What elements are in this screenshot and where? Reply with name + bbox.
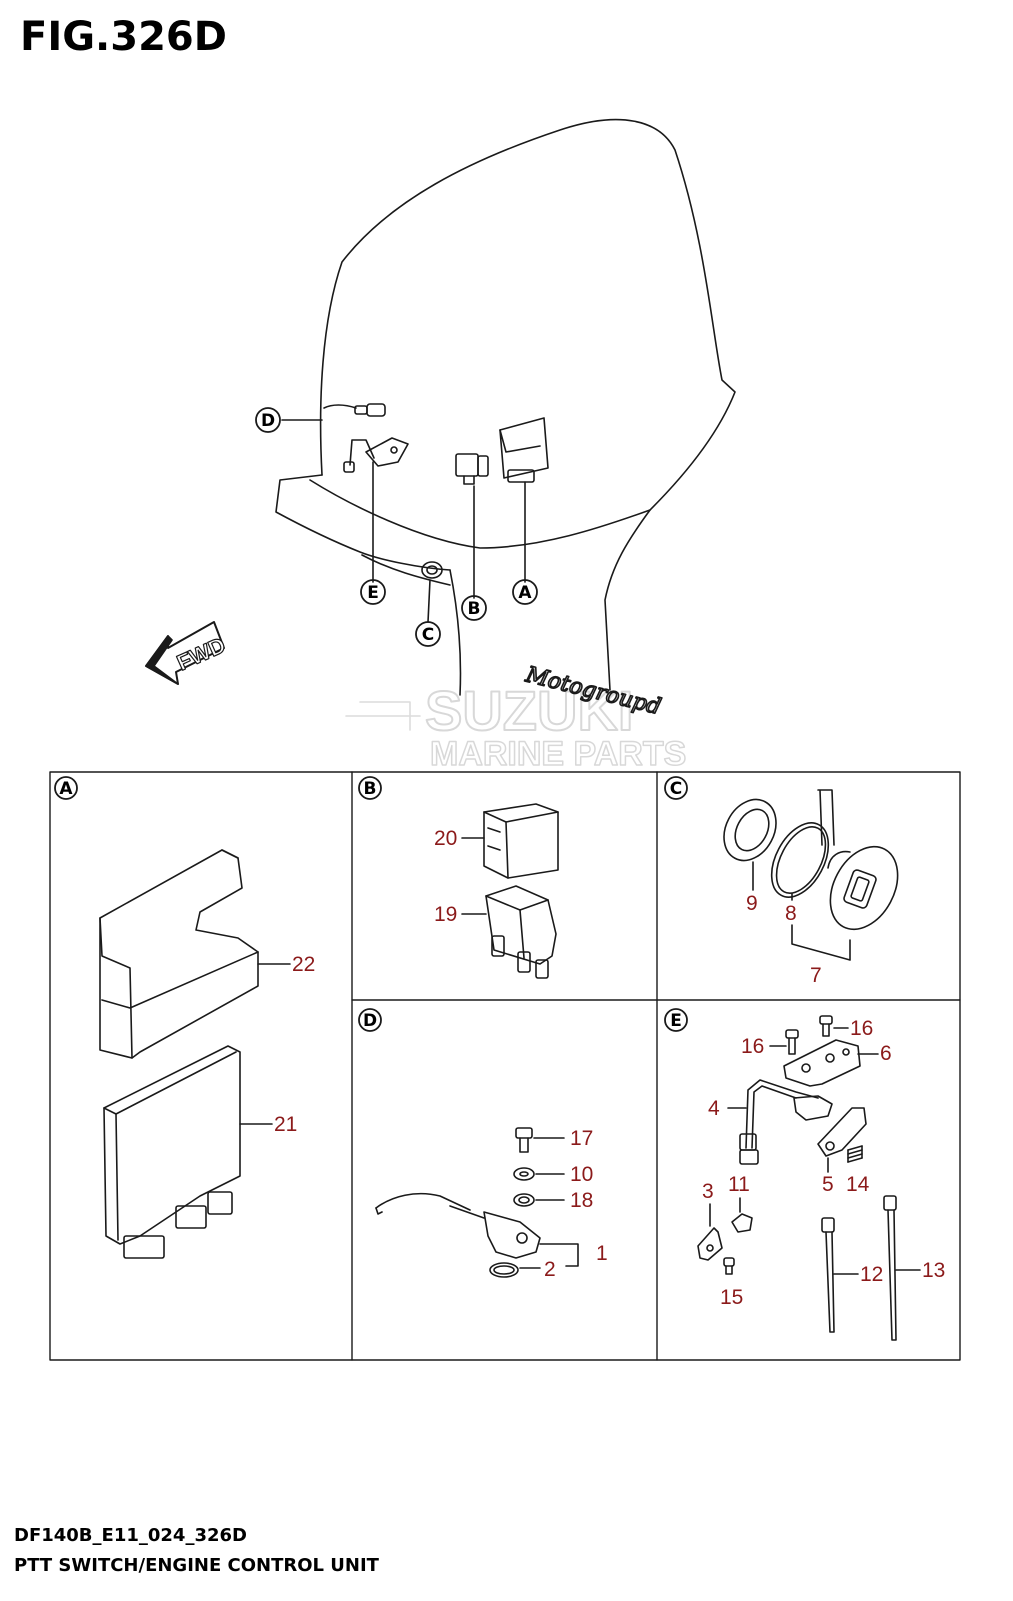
panel-label-b: B bbox=[358, 776, 382, 800]
svg-text:MARINE PARTS: MARINE PARTS bbox=[430, 735, 686, 773]
part-number-14: 14 bbox=[846, 1173, 870, 1196]
part-number-13: 13 bbox=[922, 1259, 945, 1282]
part-number-9: 9 bbox=[746, 892, 758, 915]
overview-callout-e[interactable]: E bbox=[360, 579, 386, 605]
svg-text:A: A bbox=[59, 779, 73, 799]
part-number-8: 8 bbox=[785, 902, 797, 925]
overview-part-c-socket bbox=[421, 561, 443, 579]
fwd-arrow bbox=[145, 621, 225, 685]
detail-grid bbox=[49, 771, 961, 1361]
part-number-16a: 16 bbox=[741, 1035, 764, 1058]
overview-callout-c[interactable]: C bbox=[415, 621, 441, 647]
overview-part-d-sensor bbox=[323, 403, 386, 417]
part-11-clip[interactable] bbox=[731, 1197, 753, 1233]
svg-text:B: B bbox=[364, 779, 377, 799]
figure-name: PTT SWITCH/ENGINE CONTROL UNIT bbox=[14, 1555, 379, 1576]
part-15-screw[interactable] bbox=[723, 1257, 735, 1275]
part-1-trim-sensor[interactable] bbox=[375, 1192, 579, 1267]
part-number-22: 22 bbox=[292, 953, 315, 976]
part-19-connector[interactable] bbox=[461, 885, 557, 979]
svg-text:C: C bbox=[422, 625, 434, 645]
engine-cowl-outline bbox=[275, 118, 736, 696]
part-6-bracket[interactable] bbox=[783, 1039, 879, 1087]
part-number-2: 2 bbox=[544, 1258, 556, 1281]
part-number-21: 21 bbox=[274, 1113, 297, 1136]
part-7-ptt-switch[interactable] bbox=[791, 789, 911, 961]
part-number-12: 12 bbox=[860, 1263, 883, 1286]
svg-text:D: D bbox=[261, 411, 275, 431]
overview-part-b-connector bbox=[455, 453, 489, 485]
svg-text:E: E bbox=[670, 1011, 682, 1031]
part-21-ecu[interactable] bbox=[103, 1045, 273, 1259]
panel-label-e: E bbox=[664, 1008, 688, 1032]
part-12-cable-tie[interactable] bbox=[821, 1217, 859, 1333]
part-number-1: 1 bbox=[596, 1242, 608, 1265]
part-number-4: 4 bbox=[708, 1097, 720, 1120]
part-10-washer[interactable] bbox=[513, 1167, 565, 1181]
part-18-washer[interactable] bbox=[513, 1193, 565, 1207]
overview-part-a-ecu bbox=[499, 417, 549, 483]
part-number-16b: 16 bbox=[850, 1017, 873, 1040]
part-number-20: 20 bbox=[434, 827, 457, 850]
svg-text:C: C bbox=[670, 779, 682, 799]
part-2-o-ring[interactable] bbox=[489, 1262, 541, 1278]
part-8-o-ring[interactable] bbox=[760, 813, 840, 906]
svg-text:B: B bbox=[468, 599, 481, 619]
part-number-11: 11 bbox=[728, 1173, 750, 1196]
part-14-spring[interactable] bbox=[847, 1145, 863, 1163]
overview-part-e-switch bbox=[343, 437, 409, 473]
svg-text:A: A bbox=[518, 583, 532, 603]
panel-label-d: D bbox=[358, 1008, 382, 1032]
part-3-plate[interactable] bbox=[697, 1203, 723, 1261]
part-13-cable-tie[interactable] bbox=[883, 1195, 921, 1341]
part-16-screw-right[interactable] bbox=[819, 1015, 849, 1037]
part-number-15: 15 bbox=[720, 1286, 743, 1309]
svg-text:D: D bbox=[363, 1011, 377, 1031]
part-number-19: 19 bbox=[434, 903, 457, 926]
part-16-screw-left[interactable] bbox=[769, 1029, 799, 1055]
svg-text:E: E bbox=[367, 583, 379, 603]
watermark: SUZUKI MARINE PARTS Motogroupd bbox=[345, 661, 687, 774]
overview-callout-b[interactable]: B bbox=[461, 595, 487, 621]
part-number-7: 7 bbox=[810, 964, 822, 987]
part-4-harness-switch[interactable] bbox=[727, 1079, 833, 1165]
part-9-nut-ring[interactable] bbox=[714, 790, 786, 891]
panel-label-a: A bbox=[54, 776, 78, 800]
panel-label-c: C bbox=[664, 776, 688, 800]
part-20-connector-cap[interactable] bbox=[461, 803, 559, 879]
part-17-bolt[interactable] bbox=[515, 1127, 565, 1153]
part-5-lever[interactable] bbox=[817, 1107, 867, 1173]
part-22-ecu-cover[interactable] bbox=[99, 849, 291, 1059]
part-number-5: 5 bbox=[822, 1173, 834, 1196]
part-number-17: 17 bbox=[570, 1127, 593, 1150]
figure-title: FIG.326D bbox=[20, 14, 227, 60]
overview-callout-d[interactable]: D bbox=[255, 407, 281, 433]
part-number-6: 6 bbox=[880, 1042, 892, 1065]
overview-callout-a[interactable]: A bbox=[512, 579, 538, 605]
model-code: DF140B_E11_024_326D bbox=[14, 1525, 247, 1546]
overview-leaders bbox=[281, 419, 526, 623]
part-number-18: 18 bbox=[570, 1189, 593, 1212]
part-number-10: 10 bbox=[570, 1163, 593, 1186]
svg-text:SUZUKI: SUZUKI bbox=[425, 679, 633, 742]
part-number-3: 3 bbox=[702, 1180, 714, 1203]
